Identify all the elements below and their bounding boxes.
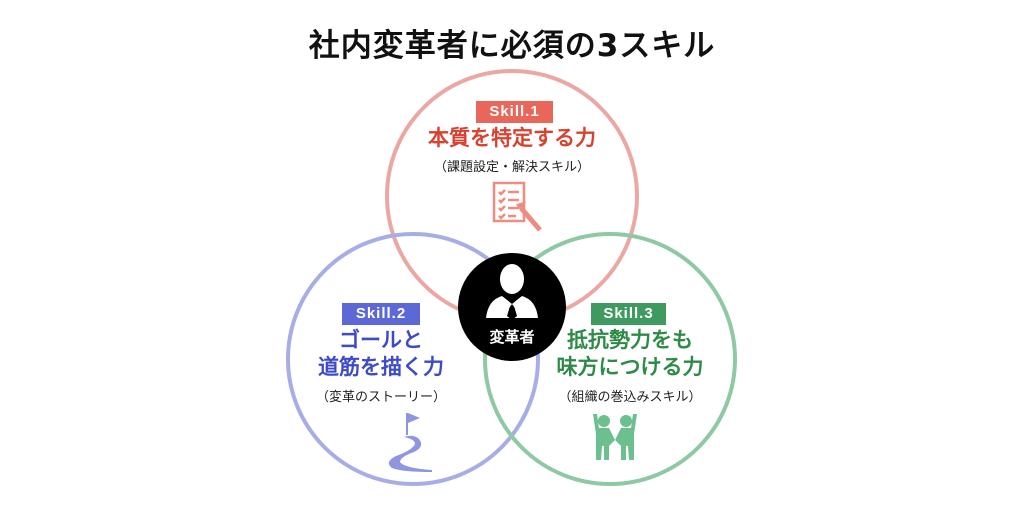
skill3-badge: Skill.3 — [591, 303, 666, 325]
skill2-heading-line: 道筋を描く力 — [318, 355, 444, 379]
skill1-heading-line: 本質を特定する力 — [428, 126, 596, 150]
skill3-heading: 抵抗勢力をも 味方につける力 — [548, 327, 712, 381]
skill3-subtitle: （組織の巻込みスキル） — [558, 390, 702, 405]
skill1-subtitle: （課題設定・解決スキル） — [433, 160, 590, 175]
skill1-badge: Skill.1 — [476, 101, 553, 123]
flag-path-icon — [388, 413, 432, 472]
skill3-heading-line: 味方につける力 — [556, 355, 704, 379]
checklist-pen-icon — [492, 181, 542, 232]
skill2-subtitle: （変革のストーリー） — [315, 390, 446, 405]
skill2-heading-line: ゴールと — [339, 328, 423, 352]
skill1-heading: 本質を特定する力 — [392, 125, 632, 152]
skill3-heading-line: 抵抗勢力をも — [567, 328, 693, 352]
businessman-icon — [486, 264, 538, 320]
diagram-title: 社内変革者に必須の3スキル — [308, 28, 716, 64]
skill2-badge: Skill.2 — [342, 303, 420, 325]
skill2-heading: ゴールと 道筋を描く力 — [301, 327, 461, 381]
center-label: 変革者 — [489, 328, 535, 346]
two-people-icon — [593, 414, 637, 460]
skill3-ring — [483, 232, 737, 486]
skill2-ring — [286, 232, 540, 486]
